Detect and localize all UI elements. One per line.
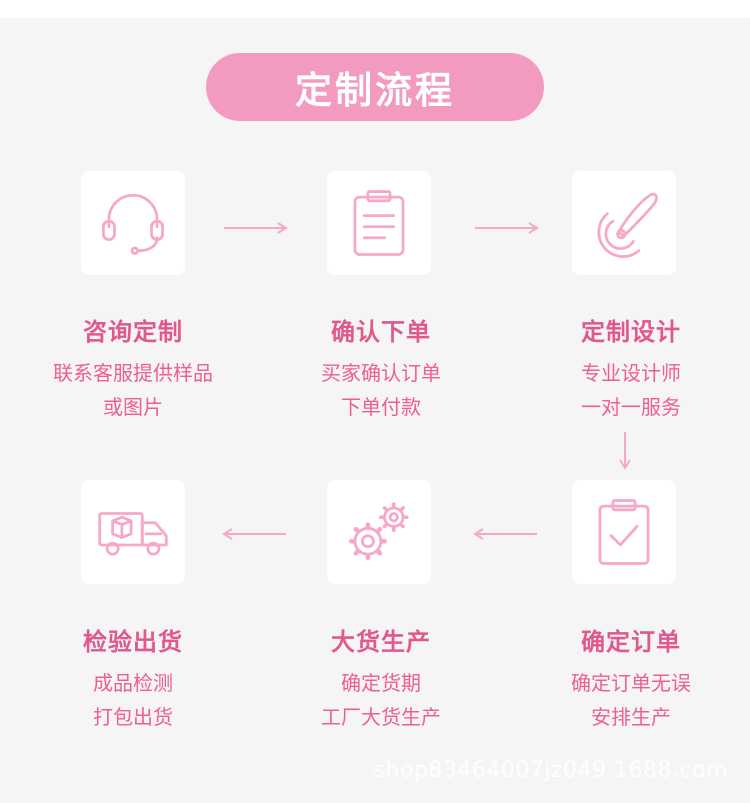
step-desc-design-2: 一对一服务: [581, 395, 681, 419]
delivery-truck-icon: [98, 512, 168, 556]
page-title: 定制流程: [206, 53, 544, 121]
clipboard-check-icon: [598, 499, 650, 565]
step-consult-icon-box: [81, 171, 185, 275]
design-brush-icon: [597, 192, 658, 258]
step-title-confirm: 确认下单: [331, 318, 431, 346]
step-desc-confirm-1: 买家确认订单: [321, 361, 441, 385]
arrow-left-2: [473, 528, 537, 540]
arrow-left-1: [222, 528, 286, 540]
gears-icon: [348, 502, 409, 561]
step-design-icon-box: [572, 171, 676, 275]
step-produce-icon-box: [327, 480, 431, 584]
step-confirm-icon-box: [327, 171, 431, 275]
step-desc-produce-2: 工厂大货生产: [321, 705, 441, 729]
step-title-consult: 咨询定制: [83, 318, 183, 346]
step-desc-confirm-2: 下单付款: [341, 395, 421, 419]
step-order-icon-box: [572, 480, 676, 584]
shop-watermark: shop83464007jz049.1688.com: [373, 758, 728, 783]
step-title-ship: 检验出货: [83, 628, 183, 656]
arrow-right-1: [224, 222, 288, 234]
step-desc-ship-1: 成品检测: [93, 671, 173, 695]
step-desc-order-1: 确定订单无误: [571, 671, 691, 695]
headset-icon: [102, 193, 164, 255]
step-desc-ship-2: 打包出货: [93, 705, 173, 729]
step-ship-icon-box: [81, 480, 185, 584]
step-title-order: 确定订单: [581, 628, 681, 656]
step-desc-consult-1: 联系客服提供样品: [53, 361, 213, 385]
step-desc-produce-1: 确定货期: [341, 671, 421, 695]
step-desc-order-2: 安排生产: [591, 705, 671, 729]
step-desc-design-1: 专业设计师: [581, 361, 681, 385]
arrow-down: [619, 432, 631, 470]
step-title-produce: 大货生产: [331, 628, 431, 656]
content-panel: [0, 18, 750, 803]
clipboard-icon: [353, 190, 405, 256]
arrow-right-2: [475, 222, 539, 234]
step-title-design: 定制设计: [581, 318, 681, 346]
step-desc-consult-2: 或图片: [103, 395, 163, 419]
